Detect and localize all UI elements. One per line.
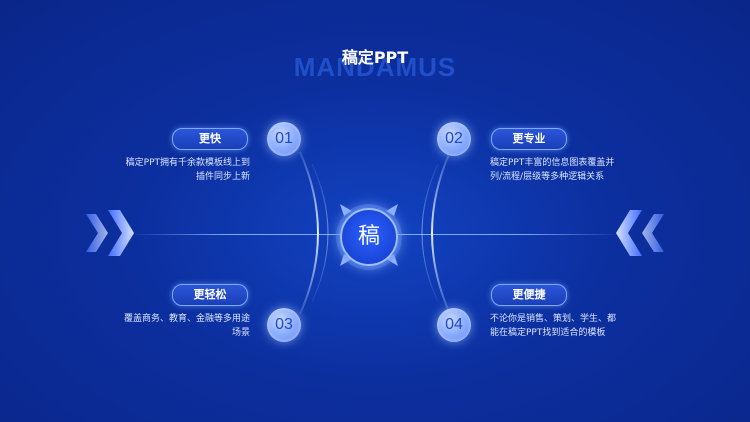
number-circle-01: 01 [267,122,301,156]
desc-faster: 稿定PPT拥有千余款模板线上到 插件同步上新 [90,156,250,184]
left-arc-inner [311,163,329,303]
number-circle-02: 02 [437,122,471,156]
label-pill-professional: 更专业 [491,128,567,150]
title-watermark: MANDAMUS [293,52,457,82]
right-chevron-icon [616,210,664,256]
slide-title: 稿定PPT [341,48,409,67]
desc-easier-line1: 覆盖商务、教育、金融等多用途 [123,314,250,324]
center-spikes [340,204,398,266]
label-pill-faster: 更快 [172,128,248,150]
desc-professional: 稿定PPT丰富的信息图表覆盖并 列/流程/层级等多种逻辑关系 [490,156,660,184]
left-arc [299,151,319,315]
label-pill-easier: 更轻松 [172,284,248,306]
desc-convenient-line2: 能在稿定PPT找到适合的模板 [490,328,606,338]
desc-easier-line2: 场景 [231,328,250,338]
desc-convenient-line1: 不论你是销售、策划、学生、都 [490,314,617,324]
desc-faster-line2: 插件同步上新 [195,172,250,182]
right-arc-inner [421,163,439,303]
center-logo-icon: 稿 [340,208,398,266]
desc-convenient: 不论你是销售、策划、学生、都 能在稿定PPT找到适合的模板 [490,312,660,340]
number-circle-03: 03 [267,308,301,342]
left-chevron-icon [86,210,134,256]
desc-faster-line1: 稿定PPT拥有千余款模板线上到 [125,158,250,168]
desc-professional-line2: 列/流程/层级等多种逻辑关系 [490,172,605,182]
desc-easier: 覆盖商务、教育、金融等多用途 场景 [90,312,250,340]
desc-professional-line1: 稿定PPT丰富的信息图表覆盖并 [490,158,615,168]
label-pill-convenient: 更便捷 [491,284,567,306]
right-arc [431,151,451,315]
number-circle-04: 04 [437,308,471,342]
